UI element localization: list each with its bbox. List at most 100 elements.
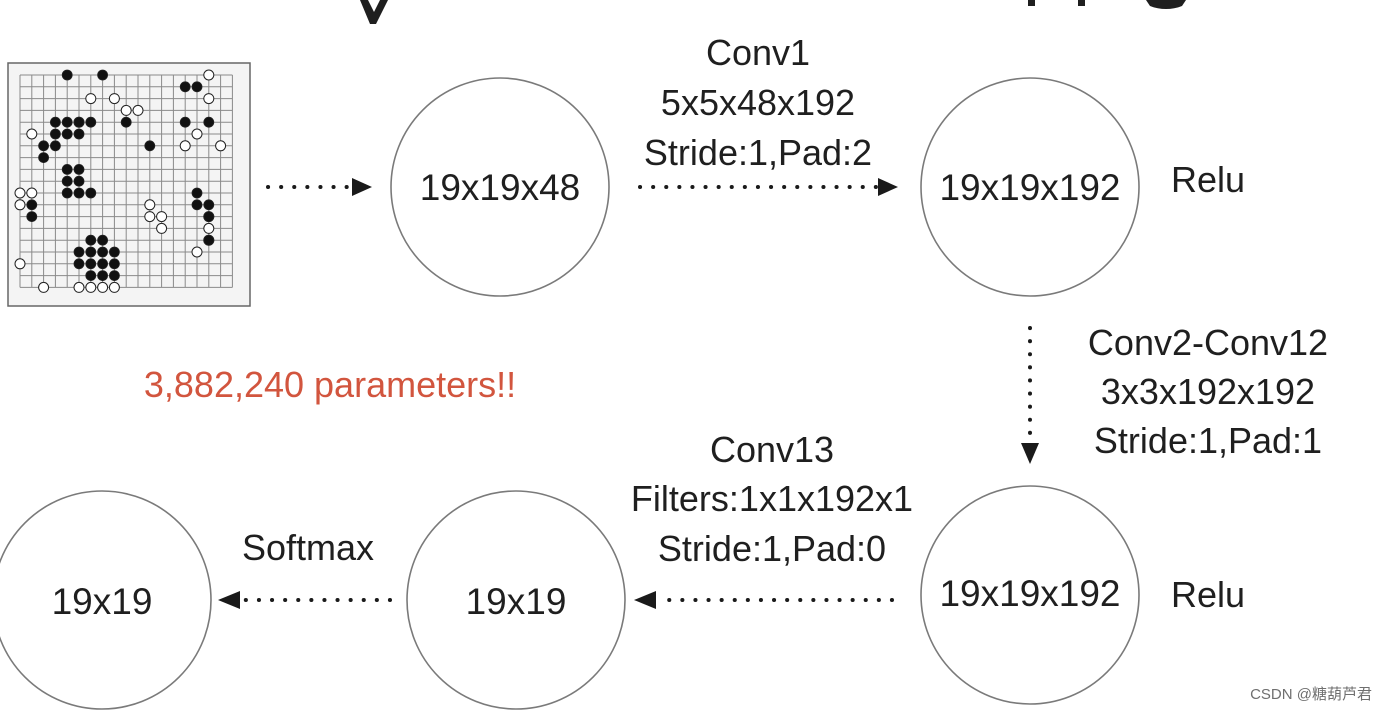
black-stone [109, 258, 120, 270]
black-stone [85, 246, 97, 258]
black-stone [61, 187, 73, 199]
white-stone [132, 104, 144, 116]
white-stone [144, 211, 156, 223]
black-stone [191, 81, 203, 93]
node-softmax-output: 19x19 [0, 490, 212, 710]
black-stone [61, 175, 73, 187]
arrow-board-to-input [266, 178, 372, 196]
watermark: CSDN @糖葫芦君 [1250, 686, 1372, 703]
edge-label-line: 5x5x48x192 [661, 82, 855, 123]
black-stone [61, 128, 73, 140]
black-stone [38, 140, 49, 152]
black-stone [85, 187, 97, 199]
arrow-conv13 [634, 591, 894, 609]
edge-label-conv13: Conv13 Filters:1x1x192x1 Stride:1,Pad:0 [631, 429, 913, 569]
node-label: 19x19x192 [939, 167, 1120, 208]
white-stone [215, 140, 227, 152]
edge-label-line: Conv2-Conv12 [1088, 322, 1328, 363]
white-stone [203, 222, 215, 234]
edge-label-line: Stride:1,Pad:1 [1094, 420, 1322, 461]
edge-label-conv2-conv12: Conv2-Conv12 3x3x192x192 Stride:1,Pad:1 [1088, 322, 1328, 461]
white-stone [14, 199, 26, 211]
board-stones [14, 69, 227, 293]
black-stone [179, 116, 191, 128]
white-stone [156, 222, 168, 234]
node-conv13-output: 19x19 [406, 490, 626, 710]
black-stone [97, 69, 108, 81]
node-input-19x19x48: 19x19x48 [390, 77, 610, 297]
black-stone [26, 199, 38, 211]
black-stone [97, 270, 108, 282]
white-stone [108, 93, 120, 105]
edge-label-line: Conv13 [710, 429, 834, 470]
black-stone [73, 258, 85, 270]
black-stone [50, 140, 61, 152]
white-stone [97, 281, 109, 293]
black-stone [73, 163, 85, 175]
black-stone [120, 116, 132, 128]
white-stone [85, 281, 97, 293]
edge-label-line: Stride:1,Pad:2 [644, 132, 872, 173]
black-stone [38, 152, 49, 164]
edge-label-line: Stride:1,Pad:0 [658, 528, 886, 569]
white-stone [156, 211, 168, 223]
black-stone [73, 187, 85, 199]
black-stone [85, 234, 97, 246]
black-stone [203, 199, 215, 211]
go-board-image [7, 62, 251, 307]
black-stone [73, 128, 85, 140]
white-stone [144, 199, 156, 211]
white-stone [85, 93, 97, 105]
white-stone [191, 128, 203, 140]
white-stone [108, 281, 120, 293]
black-stone [73, 175, 85, 187]
black-stone [50, 128, 61, 140]
activation-relu-top: Relu [1171, 159, 1245, 200]
black-stone [97, 234, 108, 246]
edge-label-line: Conv1 [706, 32, 810, 73]
edge-label-softmax: Softmax [242, 527, 374, 568]
black-stone [109, 270, 120, 282]
black-stone [85, 258, 97, 270]
black-stone [26, 211, 38, 223]
white-stone [26, 128, 38, 140]
white-stone [120, 104, 132, 116]
edge-label-conv1: Conv1 5x5x48x192 Stride:1,Pad:2 [644, 32, 872, 173]
arrow-softmax [218, 591, 392, 609]
arrow-conv2-conv12 [1021, 326, 1039, 464]
black-stone [61, 116, 73, 128]
node-label: 19x19 [52, 581, 153, 622]
black-stone [109, 246, 120, 258]
black-stone [203, 234, 215, 246]
black-stone [97, 246, 108, 258]
white-stone [203, 93, 215, 105]
black-stone [191, 199, 203, 211]
edge-label-line: Filters:1x1x192x1 [631, 478, 913, 519]
black-stone [73, 246, 85, 258]
black-stone [85, 116, 97, 128]
activation-relu-bottom: Relu [1171, 574, 1245, 615]
white-stone [14, 258, 26, 270]
node-label: 19x19 [466, 581, 567, 622]
node-label: 19x19x192 [939, 573, 1120, 614]
white-stone [203, 69, 215, 81]
arrow-conv1 [638, 178, 898, 196]
black-stone [203, 116, 215, 128]
edge-label-line: 3x3x192x192 [1101, 371, 1315, 412]
white-stone [38, 281, 50, 293]
white-stone [26, 187, 38, 199]
white-stone [179, 140, 191, 152]
black-stone [61, 69, 73, 81]
parameter-count-callout: 3,882,240 parameters!! [144, 364, 516, 405]
black-stone [85, 270, 97, 282]
white-stone [191, 246, 203, 258]
node-conv1-output: 19x19x192 [920, 77, 1140, 297]
white-stone [14, 187, 26, 199]
node-conv12-output: 19x19x192 [920, 485, 1140, 705]
node-label: 19x19x48 [420, 167, 580, 208]
cropped-title-fragments [360, 0, 1186, 24]
white-stone [73, 281, 85, 293]
black-stone [50, 116, 61, 128]
black-stone [203, 211, 215, 223]
